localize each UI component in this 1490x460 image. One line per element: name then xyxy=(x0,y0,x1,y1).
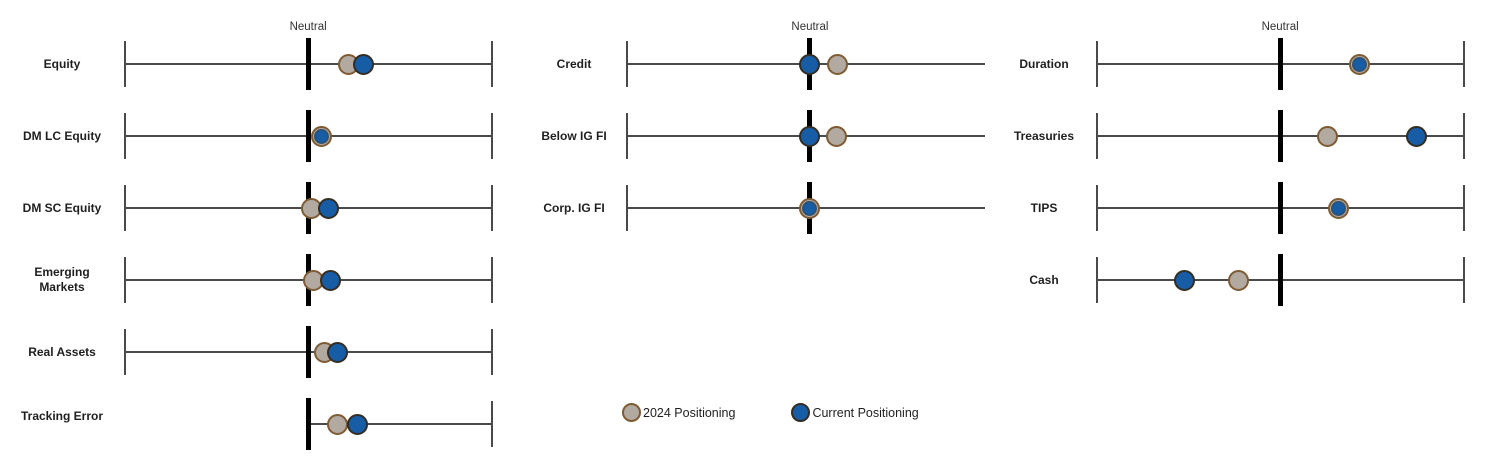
marker-current xyxy=(352,53,374,75)
row-label: Emerging Markets xyxy=(34,265,90,294)
marker-2024 xyxy=(327,413,349,435)
marker-current xyxy=(347,413,369,435)
row-label: Corp. IG FI xyxy=(543,200,605,215)
row-label: DM LC Equity xyxy=(23,128,101,143)
neutral-bar xyxy=(1277,254,1283,306)
scale-tick-right xyxy=(491,41,493,87)
row-label: Cash xyxy=(1029,272,1059,287)
row-label: DM SC Equity xyxy=(22,200,102,215)
scale-tick-right xyxy=(491,329,493,375)
scale-tick-left xyxy=(626,185,628,231)
marker-current xyxy=(799,53,821,75)
legend-label-current: Current Positioning xyxy=(812,405,919,420)
marker-current xyxy=(317,197,339,219)
neutral-bar xyxy=(1277,38,1283,90)
scale-tick-right xyxy=(1463,185,1465,231)
scale-tick-right xyxy=(1463,113,1465,159)
legend-current-marker-icon xyxy=(791,403,811,422)
neutral-bar xyxy=(305,326,311,378)
legend-item-2024: 2024 Positioning xyxy=(622,403,735,422)
marker-2024 xyxy=(1317,125,1339,147)
scale-tick-right xyxy=(491,401,493,447)
scale-tick-left xyxy=(124,329,126,375)
marker-current xyxy=(1174,269,1196,291)
neutral-axis-label: Neutral xyxy=(289,21,327,33)
marker-current xyxy=(1331,200,1347,216)
row-label: Duration xyxy=(1019,56,1069,71)
row-label: TIPS xyxy=(1030,200,1058,215)
scale-tick-left xyxy=(1096,185,1098,231)
neutral-bar xyxy=(1277,110,1283,162)
scale-tick-left xyxy=(626,113,628,159)
scale-tick-right xyxy=(1463,257,1465,303)
marker-current xyxy=(313,128,329,144)
scale-tick-left xyxy=(626,41,628,87)
neutral-bar xyxy=(1277,182,1283,234)
neutral-axis-label: Neutral xyxy=(1261,21,1299,33)
scale-line xyxy=(308,423,492,425)
legend-2024-marker-icon xyxy=(622,403,641,422)
row-label: Below IG FI xyxy=(541,128,607,143)
marker-current xyxy=(1351,56,1367,72)
neutral-bar xyxy=(305,398,311,450)
neutral-bar xyxy=(305,110,311,162)
scale-tick-right xyxy=(491,257,493,303)
neutral-bar xyxy=(305,38,311,90)
marker-current xyxy=(327,341,349,363)
scale-tick-left xyxy=(1096,257,1098,303)
legend: 2024 Positioning Current Positioning xyxy=(622,403,919,422)
row-label: Credit xyxy=(556,56,592,71)
scale-tick-left xyxy=(124,41,126,87)
legend-label-2024: 2024 Positioning xyxy=(643,405,736,420)
marker-current xyxy=(799,125,821,147)
scale-tick-left xyxy=(1096,113,1098,159)
row-label: Real Assets xyxy=(28,344,96,359)
scale-tick-right xyxy=(491,113,493,159)
scale-tick-left xyxy=(124,257,126,303)
marker-current xyxy=(319,269,341,291)
neutral-axis-label: Neutral xyxy=(791,21,829,33)
scale-tick-left xyxy=(124,113,126,159)
scale-tick-right xyxy=(491,185,493,231)
scale-tick-right xyxy=(1463,41,1465,87)
marker-2024 xyxy=(827,53,849,75)
marker-2024 xyxy=(1227,269,1249,291)
row-label: Equity xyxy=(43,56,81,71)
marker-current xyxy=(1405,125,1427,147)
scale-tick-left xyxy=(124,185,126,231)
scale-tick-left xyxy=(1096,41,1098,87)
row-label: Treasuries xyxy=(1013,128,1075,143)
marker-2024 xyxy=(825,125,847,147)
legend-item-current: Current Positioning xyxy=(791,403,919,422)
row-label: Tracking Error xyxy=(20,409,104,423)
marker-current xyxy=(802,200,818,216)
